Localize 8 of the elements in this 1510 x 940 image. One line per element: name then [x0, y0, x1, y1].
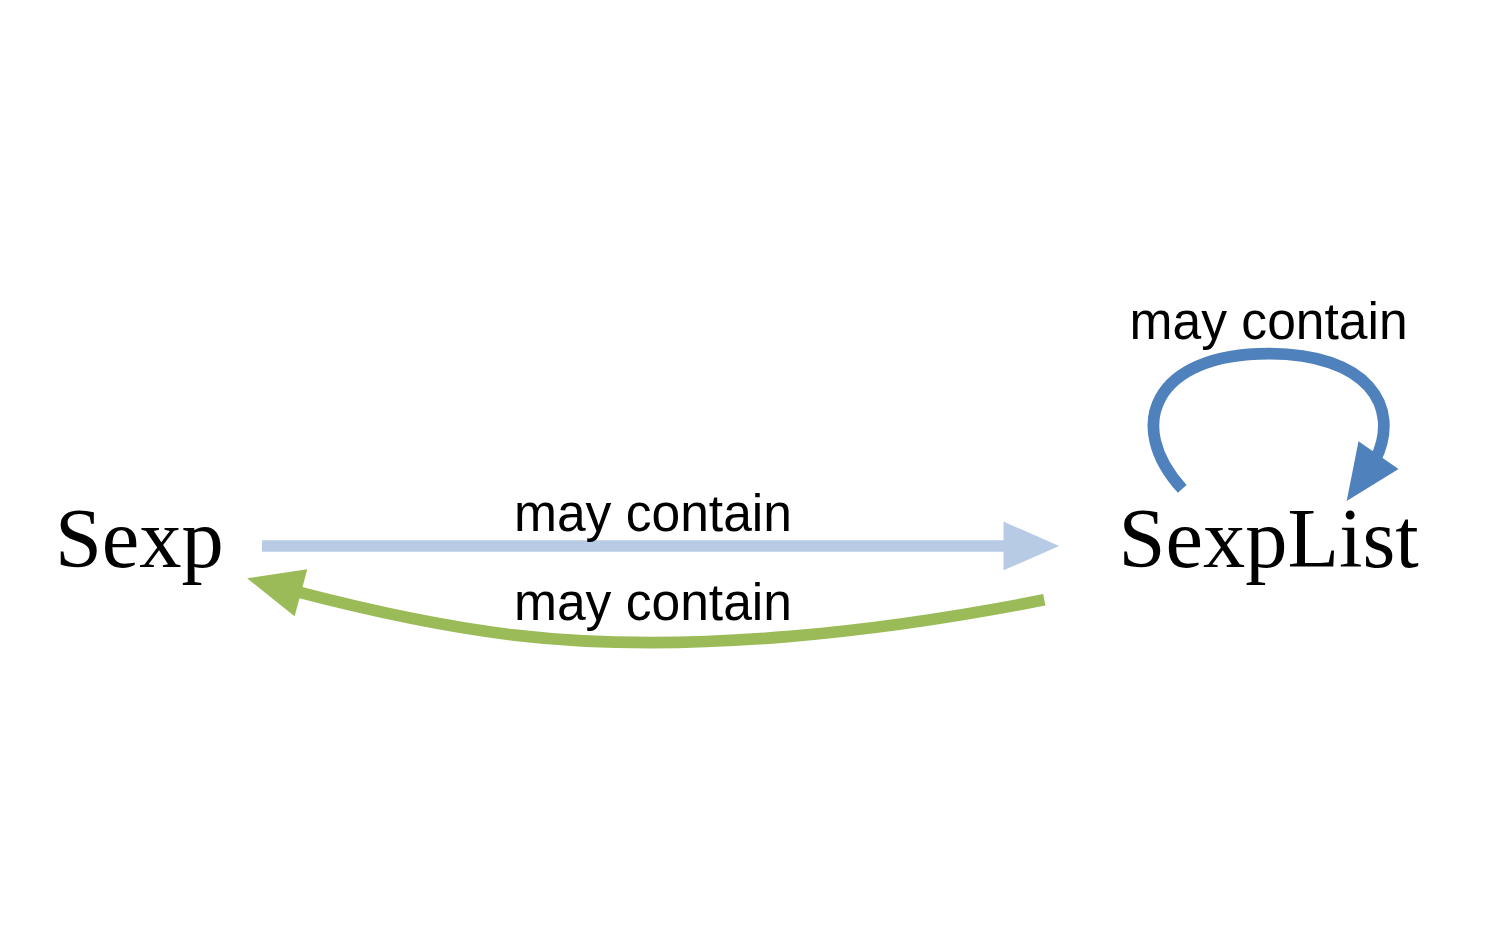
- node-text: SexpList: [1118, 491, 1419, 585]
- edge-label: may contain: [1129, 291, 1408, 350]
- arrow: [247, 569, 1046, 649]
- edge-label: may contain: [513, 573, 793, 632]
- arrow: [1147, 347, 1399, 501]
- arrow: [262, 521, 1060, 571]
- node-text: Sexp: [54, 491, 224, 585]
- edge-label: may contain: [513, 483, 793, 542]
